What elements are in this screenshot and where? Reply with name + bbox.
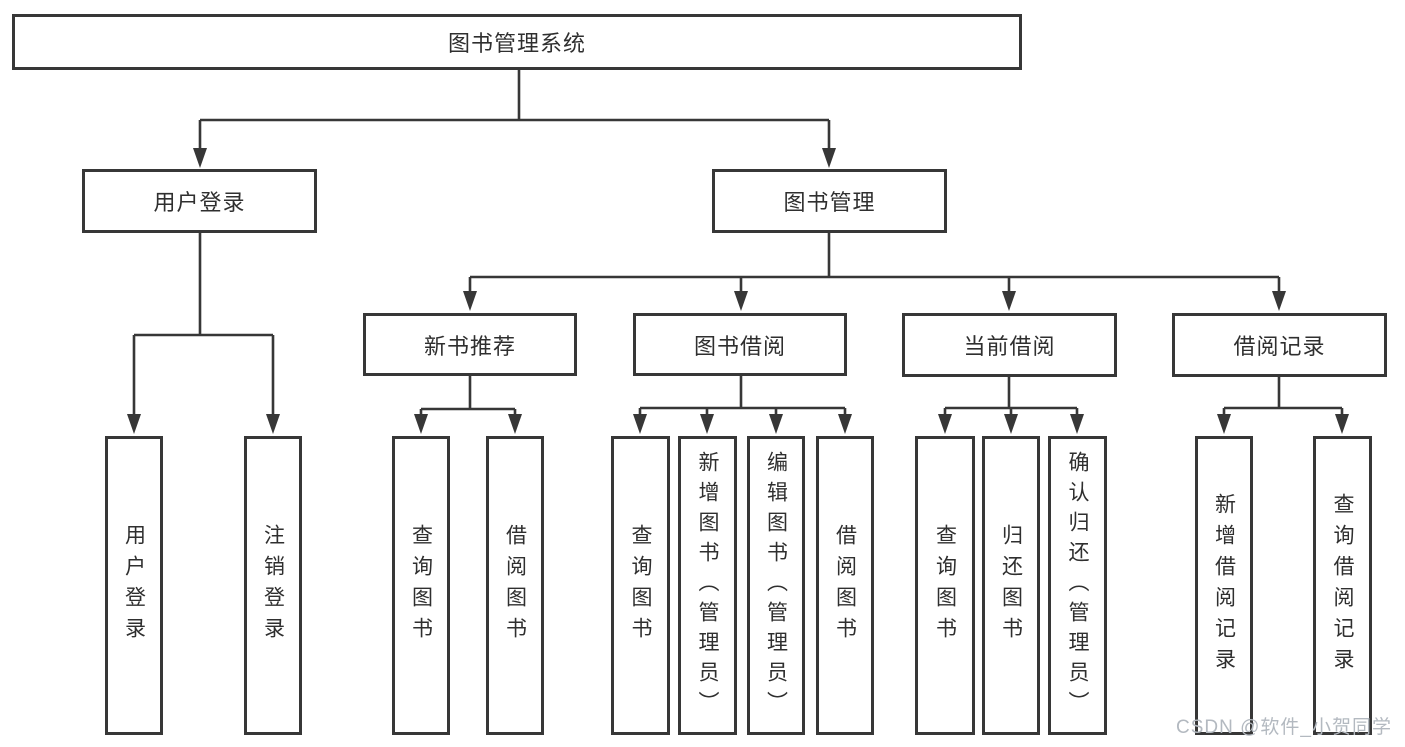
leaf-user-login: 用户登录 bbox=[105, 436, 163, 735]
leaf-add-borrow-record: 新增借阅记录 bbox=[1195, 436, 1253, 735]
connector-bookborrow-to-leaves bbox=[633, 376, 852, 434]
leaf-borrow-books: 借阅图书 bbox=[816, 436, 874, 735]
node-label: 新书推荐 bbox=[423, 333, 516, 359]
node-current-borrow: 当前借阅 bbox=[902, 313, 1117, 377]
node-label: 查询图书 bbox=[933, 523, 957, 648]
leaf-query-books-recommend: 查询图书 bbox=[392, 436, 450, 735]
node-label: 查询图书 bbox=[629, 523, 652, 648]
node-label: 确认归还（管理员） bbox=[1066, 450, 1089, 721]
node-label: 用户登录 bbox=[153, 190, 246, 215]
node-label: 借阅图书 bbox=[833, 523, 857, 648]
leaf-add-book-admin: 新增图书（管理员） bbox=[678, 436, 737, 735]
connector-userlogin-to-leaves bbox=[127, 233, 280, 434]
node-user-login: 用户登录 bbox=[82, 169, 317, 233]
node-new-book-recommend: 新书推荐 bbox=[363, 313, 577, 376]
node-label: 当前借阅 bbox=[963, 334, 1056, 359]
leaf-borrow-books-recommend: 借阅图书 bbox=[486, 436, 544, 735]
node-book-borrow: 图书借阅 bbox=[633, 313, 847, 376]
node-label: 归还图书 bbox=[999, 523, 1023, 648]
node-label: 图书管理 bbox=[783, 190, 876, 215]
leaf-query-books-current: 查询图书 bbox=[915, 436, 975, 735]
leaf-query-books-borrow: 查询图书 bbox=[611, 436, 670, 735]
node-label: 注销登录 bbox=[261, 523, 285, 648]
node-label: 新增图书（管理员） bbox=[696, 450, 719, 721]
connector-newbook-to-leaves bbox=[414, 376, 522, 434]
node-label: 借阅图书 bbox=[503, 523, 527, 648]
leaf-logout: 注销登录 bbox=[244, 436, 302, 735]
node-label: 用户登录 bbox=[122, 523, 146, 648]
node-label: 编辑图书（管理员） bbox=[764, 450, 788, 721]
leaf-confirm-return-admin: 确认归还（管理员） bbox=[1048, 436, 1107, 735]
node-system-root: 图书管理系统 bbox=[12, 14, 1022, 70]
node-label: 查询图书 bbox=[409, 523, 433, 648]
connector-bookmgmt-to-level2 bbox=[463, 233, 1286, 311]
node-label: 查询借阅记录 bbox=[1331, 492, 1354, 679]
connector-root-to-level1 bbox=[193, 70, 836, 168]
watermark: CSDN @软件_小贺同学 bbox=[1176, 717, 1392, 738]
node-label: 新增借阅记录 bbox=[1212, 492, 1236, 679]
leaf-query-borrow-record: 查询借阅记录 bbox=[1313, 436, 1372, 735]
node-borrow-records: 借阅记录 bbox=[1172, 313, 1387, 377]
connector-currentborrow-to-leaves bbox=[938, 377, 1084, 434]
connector-borrowrecord-to-leaves bbox=[1217, 377, 1349, 434]
node-label: 借阅记录 bbox=[1233, 334, 1326, 359]
node-book-management: 图书管理 bbox=[712, 169, 947, 233]
node-label: 图书借阅 bbox=[693, 333, 786, 359]
leaf-return-book: 归还图书 bbox=[982, 436, 1040, 735]
leaf-edit-book-admin: 编辑图书（管理员） bbox=[747, 436, 805, 735]
node-label: 图书管理系统 bbox=[447, 31, 586, 56]
